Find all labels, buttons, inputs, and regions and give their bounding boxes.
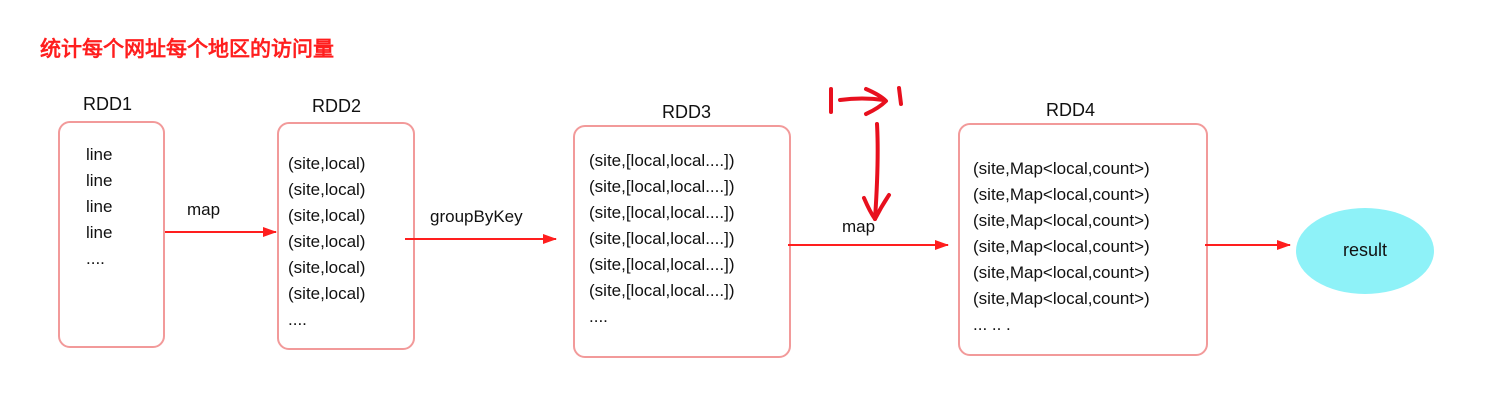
rdd4-label: RDD4 (1046, 100, 1096, 120)
rdd2-line: (site,local) (288, 258, 366, 277)
rdd4-line: (site,Map<local,count>) (973, 211, 1150, 230)
rdd4-lines: (site,Map<local,count>) (site,Map<local,… (973, 156, 1150, 338)
rdd2-lines: (site,local) (site,local) (site,local) (… (288, 151, 365, 333)
rdd2-line: (site,local) (288, 284, 366, 303)
rdd3-line: .... (589, 307, 608, 326)
result-node: result (1296, 208, 1434, 294)
result-label: result (1342, 240, 1387, 260)
rdd3-line: (site,[local,local....]) (589, 229, 735, 248)
rdd1-line: line (86, 223, 113, 242)
rdd4-line: (site,Map<local,count>) (973, 159, 1150, 178)
rdd1-box: line line line line .... (58, 121, 165, 348)
rdd4-line: (site,Map<local,count>) (973, 263, 1150, 282)
rdd2-line: (site,local) (288, 206, 366, 225)
rdd3-line: (site,[local,local....]) (589, 177, 735, 196)
rdd2-line: .... (288, 310, 307, 329)
rdd1-line: line (86, 145, 113, 164)
rdd4-line: ... .. . (973, 315, 1011, 334)
rdd2-label: RDD2 (312, 96, 362, 116)
edge-label-groupbykey: groupByKey (430, 207, 523, 226)
rdd3-box: (site,[local,local....]) (site,[local,lo… (573, 125, 791, 358)
rdd4-line: (site,Map<local,count>) (973, 289, 1150, 308)
rdd3-line: (site,[local,local....]) (589, 151, 735, 170)
rdd2-line: (site,local) (288, 232, 366, 251)
edge-label-map: map (187, 200, 221, 219)
rdd3-line: (site,[local,local....]) (589, 255, 735, 274)
rdd1-lines: line line line line .... (86, 142, 112, 272)
rdd4-line: (site,Map<local,count>) (973, 185, 1150, 204)
diagram-title: 统计每个网址每个地区的访问量 (40, 37, 334, 61)
handwritten-annotation (829, 86, 903, 221)
rdd3-label: RDD3 (662, 102, 712, 122)
rdd1-line: line (86, 171, 113, 190)
rdd2-box: (site,local) (site,local) (site,local) (… (277, 122, 415, 350)
rdd1-line: line (86, 197, 113, 216)
rdd2-line: (site,local) (288, 154, 366, 173)
rdd4-box: (site,Map<local,count>) (site,Map<local,… (958, 123, 1208, 356)
rdd1-line: .... (86, 249, 105, 268)
edge-label-map-2: map (842, 217, 876, 236)
rdd1-label: RDD1 (83, 94, 133, 114)
rdd3-lines: (site,[local,local....]) (site,[local,lo… (589, 148, 735, 330)
rdd4-line: (site,Map<local,count>) (973, 237, 1150, 256)
rdd2-line: (site,local) (288, 180, 366, 199)
rdd3-line: (site,[local,local....]) (589, 203, 735, 222)
rdd3-line: (site,[local,local....]) (589, 281, 735, 300)
